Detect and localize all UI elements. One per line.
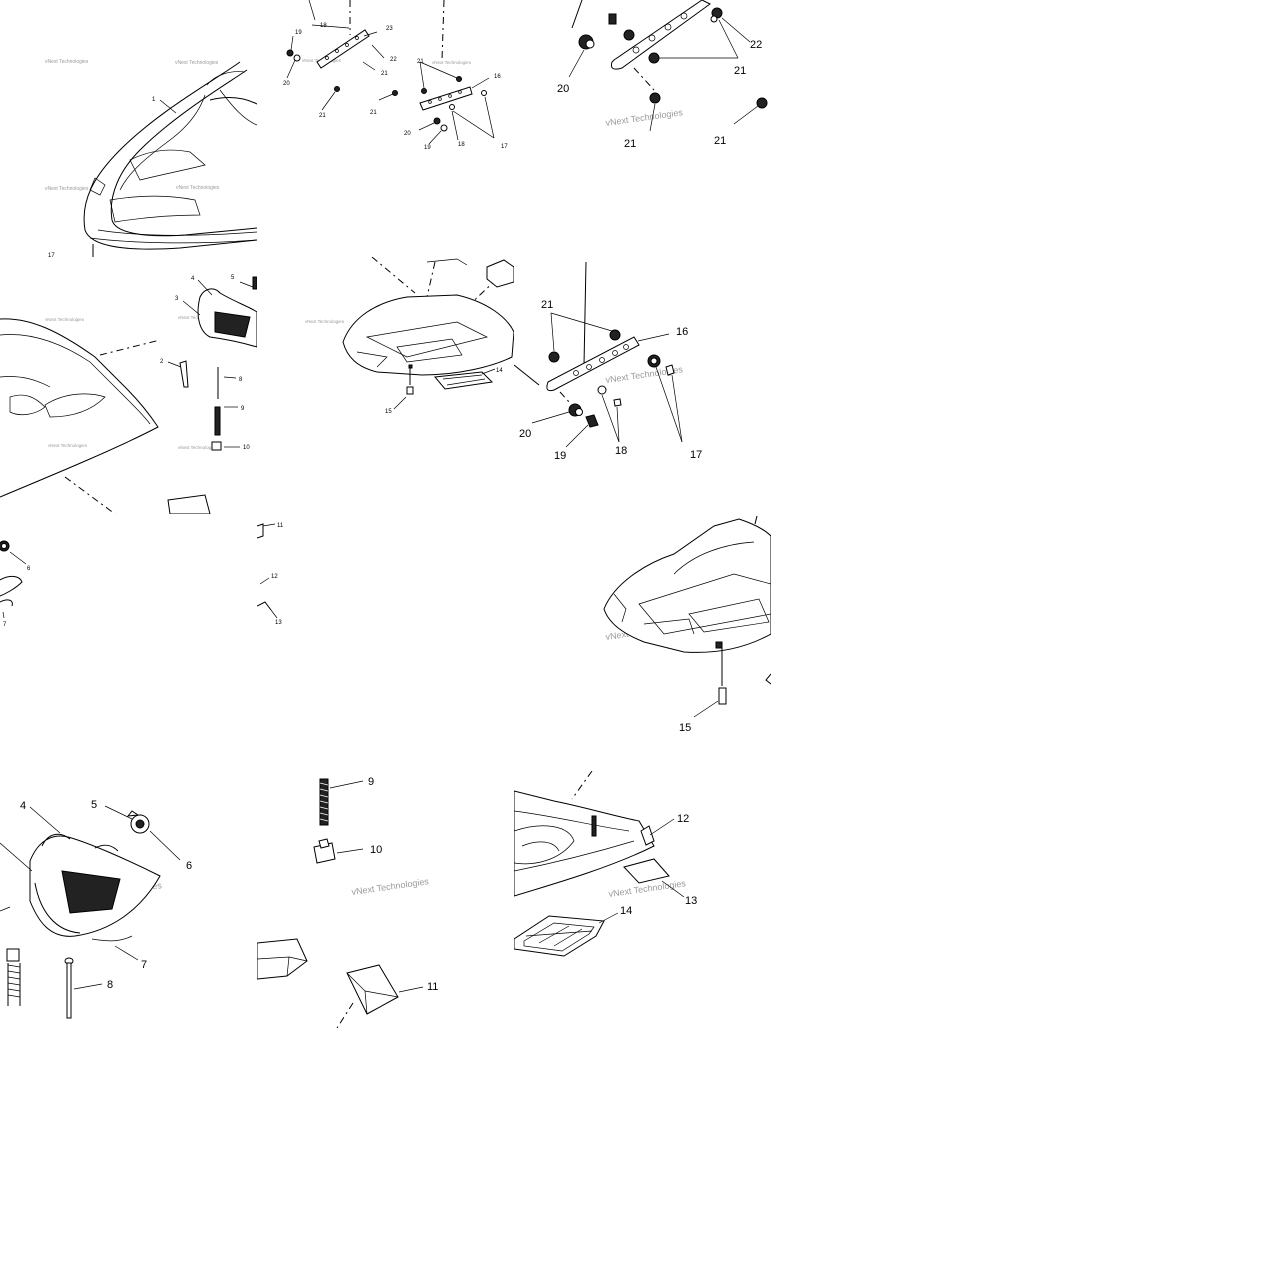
- latch-zoom-drawing: vNext Technologies 4 5 6 7 8: [0, 799, 192, 1019]
- watermark: vNext Technologies: [45, 317, 85, 322]
- callout-label: 17: [48, 253, 55, 257]
- callout-label: 7: [141, 959, 147, 971]
- callout-label: 2: [160, 359, 164, 365]
- callout-label: 4: [191, 276, 195, 282]
- callout-label: 20: [283, 81, 290, 87]
- bracket-upper-drawing: vNext Technologies 20 21 21 21 22: [557, 0, 768, 150]
- callout-label: 20: [557, 83, 569, 95]
- callout-label: 21: [370, 110, 377, 116]
- latch-fragment-drawing: 6 7: [0, 540, 31, 628]
- callout-label: 1: [152, 97, 156, 103]
- diagram-tile-latch-zoom: vNext Technologies 4 5 6 7 8: [0, 771, 257, 1028]
- callout-label: 3: [175, 296, 179, 302]
- watermark: vNext Technologies: [45, 59, 89, 65]
- callout-label: 18: [320, 23, 327, 29]
- callout-label: 8: [239, 377, 243, 383]
- watermark: vNext Technologies: [176, 185, 220, 191]
- callout-label: 10: [370, 844, 382, 856]
- callout-label: 20: [404, 131, 411, 137]
- callout-label: 9: [368, 776, 374, 788]
- watermark: vNext Technologies: [175, 60, 219, 66]
- brackets-drawing: vNext Technologies vNext Technologies 16…: [283, 0, 508, 151]
- callout-label: 15: [385, 409, 392, 415]
- callout-label: 17: [501, 144, 508, 150]
- callout-label: 21: [381, 71, 388, 77]
- hood-drawing: vNext Technologies vNext Technologies vN…: [45, 59, 257, 257]
- watermark: vNext Technologies: [48, 443, 88, 448]
- callout-label: 18: [458, 142, 465, 148]
- hood-latch-drawing: vNext Technologies vNext Technologies vN…: [0, 275, 257, 514]
- callout-label: 22: [750, 39, 762, 51]
- callout-label: 5: [91, 799, 97, 811]
- diagram-tile-tray-grille: vNext Technologies 12 13 14: [514, 771, 771, 1028]
- diagram-tile-bracket-upper: vNext Technologies 20 21 21 21 22: [514, 0, 771, 257]
- callout-label: 7: [3, 622, 7, 628]
- callout-label: 21: [541, 299, 553, 311]
- callout-label: 19: [295, 30, 302, 36]
- callout-label: 11: [277, 523, 284, 529]
- spring-blocks-drawing: vNext Technologies 9 10 11: [257, 776, 438, 1028]
- watermark: vNext Technologies: [432, 60, 472, 65]
- diagram-tile-bracket-lower: vNext Technologies 16 17 18 19 20 21: [514, 257, 771, 514]
- diagram-tile-fragments: 11 12 13: [257, 514, 514, 771]
- callout-label: 6: [27, 566, 31, 572]
- callout-label: 21: [319, 113, 326, 119]
- callout-label: 10: [243, 445, 250, 451]
- belly-pan-zoom-drawing: vNext Technologies 15: [603, 515, 771, 734]
- callout-label: 12: [271, 574, 278, 580]
- callout-label: 19: [554, 450, 566, 462]
- watermark: vNext Technologies: [605, 107, 684, 128]
- diagram-tile-belly-pan-zoom: vNext Technologies 15: [514, 514, 771, 771]
- callout-label: 18: [615, 445, 627, 457]
- belly-pan-drawing: vNext Technologies 14 15: [305, 257, 514, 415]
- callout-label: 13: [275, 620, 282, 626]
- callout-label: 21: [734, 65, 746, 77]
- callout-label: 11: [427, 981, 438, 993]
- fragments-drawing: 11 12 13: [257, 523, 284, 626]
- callout-label: 4: [20, 800, 26, 812]
- callout-label: 14: [496, 368, 503, 374]
- callout-label: 6: [186, 860, 192, 872]
- watermark: vNext Technologies: [45, 186, 89, 192]
- callout-label: 23: [386, 26, 393, 32]
- callout-label: 19: [424, 145, 431, 151]
- watermark: vNext Technologies: [351, 876, 430, 897]
- watermark: vNext Technologies: [178, 445, 218, 450]
- callout-label: 21: [714, 135, 726, 147]
- callout-label: 21: [624, 138, 636, 150]
- callout-label: 21: [417, 59, 424, 65]
- watermark: vNext Technologies: [305, 319, 345, 324]
- tray-grille-drawing: vNext Technologies 12 13 14: [514, 771, 697, 957]
- callout-label: 15: [679, 722, 691, 734]
- diagram-tile-hood-latch: vNext Technologies vNext Technologies vN…: [0, 257, 257, 514]
- diagram-tile-latch-fragment: 6 7: [0, 514, 257, 771]
- diagram-tile-hood: vNext Technologies vNext Technologies vN…: [0, 0, 257, 257]
- callout-label: 20: [519, 428, 531, 440]
- diagram-tile-belly-pan: vNext Technologies 14 15: [257, 257, 514, 514]
- diagram-tile-brackets-small: vNext Technologies vNext Technologies 16…: [257, 0, 514, 257]
- callout-label: 9: [241, 406, 245, 412]
- callout-label: 16: [676, 326, 688, 338]
- watermark: vNext Technologies: [178, 315, 218, 320]
- diagram-tile-spring-blocks: vNext Technologies 9 10 11: [257, 771, 514, 1028]
- callout-label: 12: [677, 813, 689, 825]
- callout-label: 5: [231, 275, 235, 281]
- callout-label: 14: [620, 905, 632, 917]
- callout-label: 16: [494, 74, 501, 80]
- callout-label: 22: [390, 57, 397, 63]
- callout-label: 8: [107, 979, 113, 991]
- callout-label: 13: [685, 895, 697, 907]
- callout-label: 17: [690, 449, 702, 461]
- bracket-lower-drawing: vNext Technologies 16 17 18 19 20 21: [514, 261, 702, 462]
